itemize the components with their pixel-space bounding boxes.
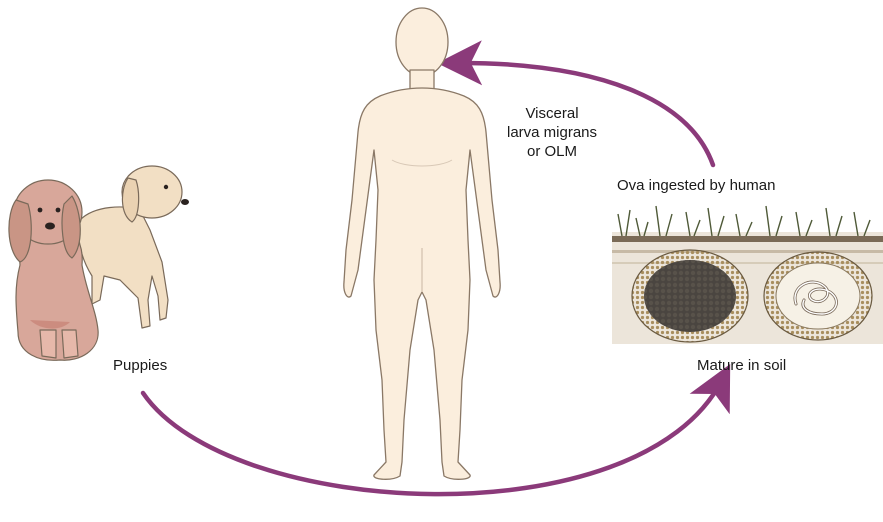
puppies-icon	[9, 166, 189, 360]
visceral-label-line3: or OLM	[500, 142, 604, 161]
human-figure-icon	[344, 8, 500, 479]
visceral-larva-migrans-label: Visceral larva migrans or OLM	[500, 104, 604, 161]
larvated-egg-icon	[764, 252, 872, 340]
embryonated-egg-icon	[632, 250, 748, 342]
ova-ingested-label: Ova ingested by human	[617, 176, 775, 195]
grass-icon	[618, 206, 870, 236]
visceral-label-line2: larva migrans	[500, 123, 604, 142]
visceral-label-line1: Visceral	[500, 104, 604, 123]
mature-in-soil-label: Mature in soil	[697, 356, 786, 375]
puppies-label: Puppies	[113, 356, 167, 375]
shedding-arrow	[143, 380, 722, 494]
soil-cross-section-icon	[612, 206, 883, 344]
